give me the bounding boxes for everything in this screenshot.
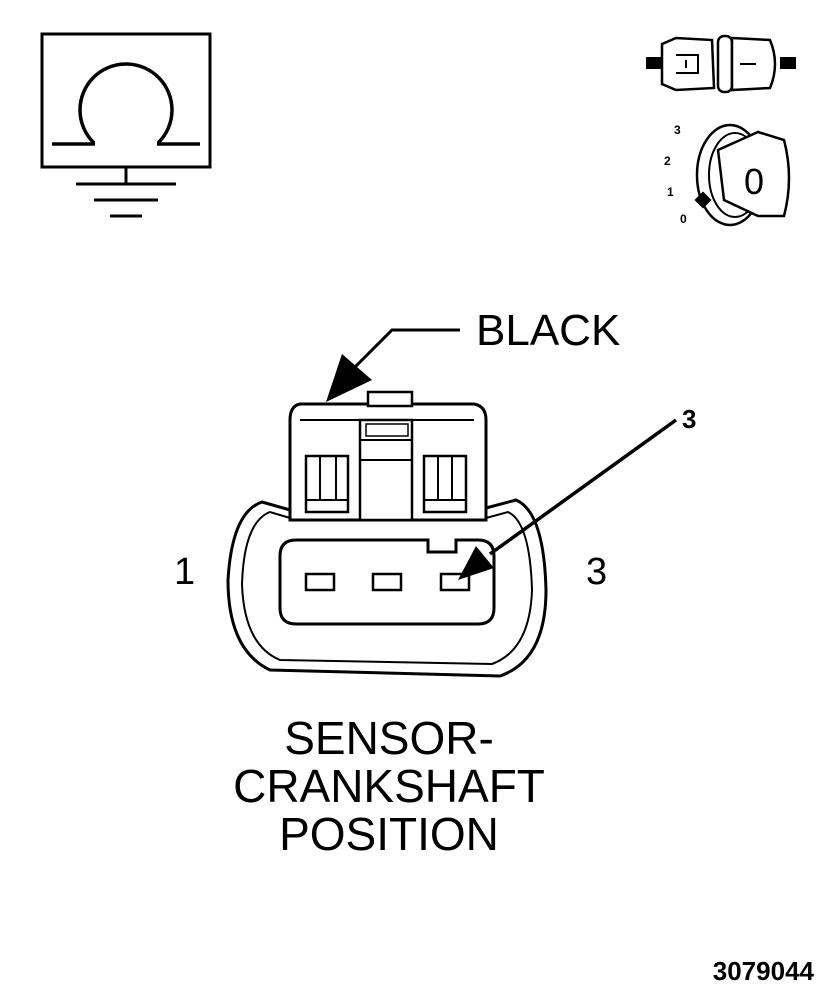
- connector-body: [226, 390, 548, 678]
- connector-terminals: [304, 572, 471, 592]
- connector-color-label: BLACK: [476, 306, 620, 355]
- color-callout: BLACK: [326, 306, 620, 402]
- pin-right-label: 3: [586, 551, 607, 593]
- terminal-2: [371, 572, 403, 592]
- pin-callout: 3: [458, 404, 696, 580]
- key-position-0: 0: [680, 212, 687, 226]
- ohmmeter-ground-icon: [40, 32, 212, 218]
- pin-left-label: 1: [174, 551, 195, 593]
- figure-number: 3079044: [713, 956, 815, 986]
- connector-title: SENSOR- CRANKSHAFT POSITION: [233, 712, 545, 860]
- title-line-1: SENSOR-: [284, 712, 494, 764]
- ignition-key-off-icon: 3 2 1 0 0: [664, 123, 791, 227]
- terminal-1: [304, 572, 336, 592]
- title-line-2: CRANKSHAFT: [233, 760, 545, 812]
- disconnected-connector-icon: [646, 34, 796, 94]
- title-line-3: POSITION: [279, 808, 499, 860]
- key-current-position: 0: [744, 161, 764, 202]
- key-position-1: 1: [667, 185, 674, 199]
- callout-pin-label: 3: [682, 404, 696, 434]
- key-position-3: 3: [674, 123, 681, 137]
- key-position-2: 2: [664, 154, 671, 168]
